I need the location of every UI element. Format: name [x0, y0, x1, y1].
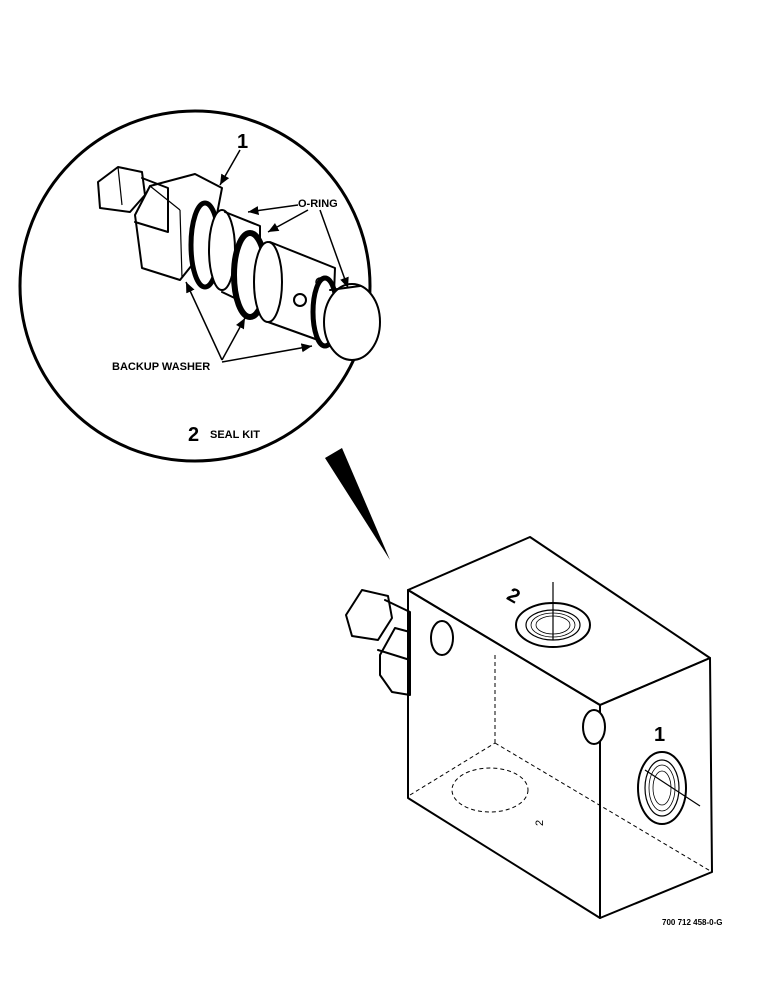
- seal-kit-label: SEAL KIT: [210, 429, 260, 441]
- o-ring-label: O-RING: [298, 198, 338, 210]
- port-2-label: 2: [503, 584, 524, 609]
- item-1-callout: 1: [237, 131, 248, 153]
- bottom-port-label: 2: [534, 820, 546, 826]
- seal-kit-number: 2: [188, 424, 199, 446]
- port-1-label: 1: [654, 724, 665, 746]
- cartridge-valve: [97, 166, 381, 361]
- valve-block: [345, 536, 713, 919]
- backup-washer-label: BACKUP WASHER: [112, 361, 210, 373]
- detail-callout-circle: [18, 109, 390, 560]
- callout-leaders: [185, 149, 349, 363]
- figure-code: 700 712 458-0-G: [662, 918, 723, 927]
